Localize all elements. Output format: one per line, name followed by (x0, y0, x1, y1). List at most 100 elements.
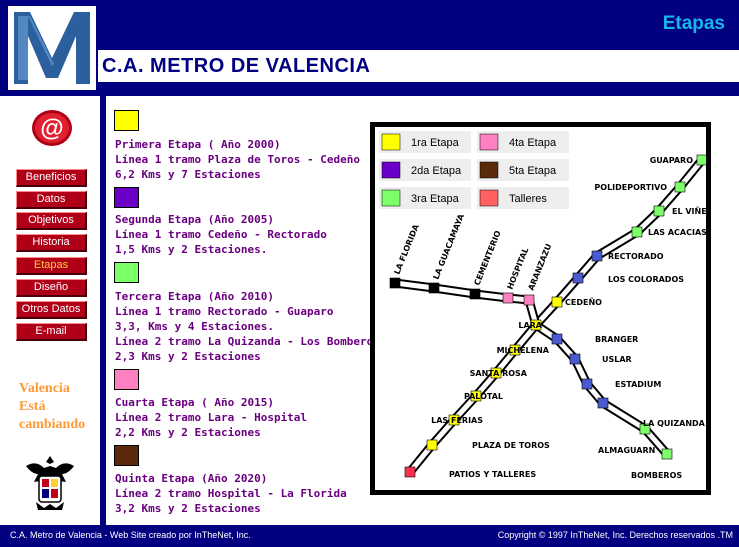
station-michelena (509, 344, 521, 356)
stage-line: 3,3, Kms y 4 Estaciones. (115, 320, 274, 333)
legend-swatch (479, 161, 499, 179)
station-label: SANTA ROSA (470, 369, 528, 378)
station-hospital (502, 292, 514, 304)
stage-line: 3,2 Kms y 2 Estaciones (115, 502, 261, 515)
nav-datos[interactable]: Datos (16, 191, 87, 209)
stage-line: Tercera Etapa (Año 2010) (115, 290, 274, 303)
stage-line: Línea 1 tramo Rectorado - Guaparo (115, 305, 334, 318)
stage-5-text: Quinta Etapa (Año 2020) Línea 2 tramo Ho… (115, 471, 347, 516)
legend-label: 2da Etapa (411, 165, 462, 177)
station-palotal (470, 390, 482, 402)
legend-label: 3ra Etapa (411, 193, 460, 205)
stage-line: 1,5 Kms y 2 Estaciones. (115, 243, 268, 256)
station-label: LA FLORIDA (393, 222, 422, 275)
station-almaguarn (639, 423, 651, 435)
station-label: USLAR (602, 355, 632, 364)
site-footer: C.A. Metro de Valencia - Web Site creado… (0, 525, 739, 547)
legend-swatch (479, 133, 499, 151)
station-label: CEMENTERIO (473, 229, 503, 287)
station-label: LAS FERIAS (431, 416, 483, 425)
station-label: LARA (518, 321, 542, 330)
metro-logo (8, 6, 96, 90)
legend-item (477, 159, 569, 181)
station-guaparo (696, 154, 706, 166)
station-rectorado (591, 250, 603, 262)
slogan-line: Valencia (19, 381, 70, 396)
station-la-guacamaya (428, 282, 440, 294)
station-cedeno (551, 296, 563, 308)
nav-diseno[interactable]: Diseño (16, 279, 87, 297)
legend-label: 5ta Etapa (509, 165, 557, 177)
nav-historia[interactable]: Historia (16, 234, 87, 252)
stage-line: Quinta Etapa (Año 2020) (115, 472, 268, 485)
stage-line: Primera Etapa ( Año 2000) (115, 138, 281, 151)
stage-line: Línea 1 tramo Cedeño - Rectorado (115, 228, 327, 241)
stage-4-text: Cuarta Etapa ( Año 2015) Línea 2 tramo L… (115, 395, 307, 440)
legend-item (379, 131, 471, 153)
station-lara (530, 319, 542, 331)
email-at-icon[interactable]: @ (30, 108, 74, 148)
stage-line: Línea 2 tramo Lara - Hospital (115, 411, 308, 424)
station-santa-rosa (490, 367, 502, 379)
legend-swatch (479, 189, 499, 207)
legend-item (477, 187, 569, 209)
station-label: GUAPARO (650, 156, 693, 165)
legend-swatch (381, 133, 401, 151)
nav-objetivos[interactable]: Objetivos (16, 212, 87, 230)
stage-2-text: Segunda Etapa (Año 2005) Línea 1 tramo C… (115, 212, 327, 257)
stage-line: 6,2 Kms y 7 Estaciones (115, 168, 261, 181)
legend-item (379, 187, 471, 209)
station-label: LA GUACAMAYA (432, 212, 467, 281)
nav-etapas[interactable]: Etapas (16, 257, 87, 275)
stage-1-swatch (114, 110, 139, 131)
site-title: C.A. METRO DE VALENCIA (102, 55, 371, 77)
metro-map: 1ra Etapa 4ta Etapa 2da Etapa 5ta Etapa 3ra … (370, 122, 711, 495)
station-aranzazu (523, 294, 535, 306)
station-label: CEDEÑO (565, 297, 602, 307)
nav-email[interactable]: E-mail (16, 323, 87, 341)
legend-item (379, 159, 471, 181)
legend-label: Talleres (509, 193, 547, 205)
station-label: BOMBEROS (631, 471, 682, 480)
legend-label: 4ta Etapa (509, 137, 557, 149)
station-label: ALMAGUARN (598, 446, 655, 455)
stage-line: Línea 1 tramo Plaza de Toros - Cedeño (115, 153, 361, 166)
station-estadium (581, 378, 593, 390)
page-section-title: Etapas (662, 13, 725, 34)
nav-otros-datos[interactable]: Otros Datos (16, 301, 87, 319)
stage-line: Línea 2 tramo La Quizanda - Los Bomberos (115, 335, 380, 348)
station-plaza-de-toros (426, 439, 438, 451)
station-label: POLIDEPORTIVO (594, 183, 667, 192)
station-el-vinedo (653, 205, 665, 217)
station-bomberos (661, 448, 673, 460)
sidebar-divider (100, 96, 106, 525)
station-label: ARANZAZU (527, 242, 554, 291)
station-label: PLAZA DE TOROS (472, 441, 550, 450)
stage-4-swatch (114, 369, 139, 390)
metro-map-diagram: 1ra Etapa 4ta Etapa 2da Etapa 5ta Etapa 3ra … (379, 131, 706, 480)
station-las-acacias (631, 226, 643, 238)
station-label: PATIOS Y TALLERES (449, 470, 536, 479)
stage-line: 2,3 Kms y 2 Estaciones (115, 350, 261, 363)
station-label: LAS ACACIAS (648, 228, 706, 237)
station-label: BRANGER (595, 335, 638, 344)
stage-5-swatch (114, 445, 139, 466)
station-label: MICHELENA (497, 346, 550, 355)
slogan-line: cambiando (19, 417, 86, 432)
station-label: LOS COLORADOS (608, 275, 684, 284)
station-la-florida (389, 277, 401, 289)
legend-label: 1ra Etapa (411, 137, 460, 149)
station-label: RECTORADO (608, 252, 664, 261)
station-los-colorados (572, 272, 584, 284)
stage-3-text: Tercera Etapa (Año 2010) Línea 1 tramo R… (115, 289, 380, 364)
footer-credits: C.A. Metro de Valencia - Web Site creado… (10, 530, 251, 540)
station-patios-y-talleres (404, 466, 416, 478)
station-branger (551, 333, 563, 345)
slogan-line: Está (19, 399, 46, 414)
west-branch-track (394, 278, 541, 327)
station-label: HOSPITAL (506, 246, 531, 290)
title-band (98, 50, 739, 82)
nav-beneficios[interactable]: Beneficios (16, 169, 87, 187)
station-cementerio (469, 288, 481, 300)
stage-line: 2,2 Kms y 2 Estaciones (115, 426, 261, 439)
